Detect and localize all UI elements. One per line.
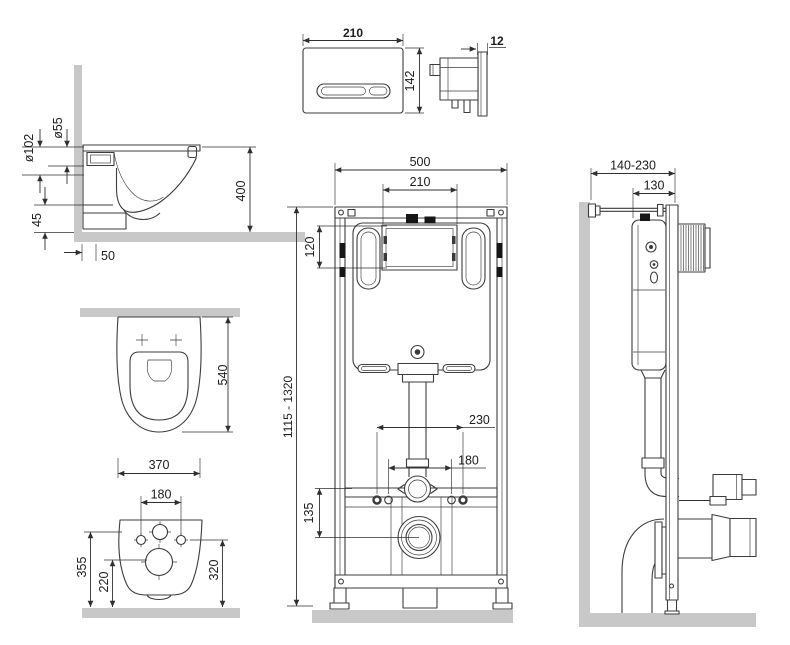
rail-clips [339, 243, 503, 277]
dim-label-outlet-diameter: ø102 [22, 134, 36, 163]
seat-ring [129, 351, 189, 421]
dim-label-outlet-drop: 135 [302, 503, 316, 524]
flush-plate-panel [477, 51, 488, 117]
water-inlet-knob [406, 214, 418, 224]
wall-section [80, 308, 240, 317]
dim-label-plate-height: 142 [403, 71, 417, 92]
flush-button-frame [316, 83, 391, 99]
dim-label-wall-distance: 140-230 [610, 159, 656, 173]
floor-section [74, 232, 305, 242]
flush-plate-opening [381, 224, 458, 271]
floor-section [312, 610, 513, 623]
flush-plate-body [302, 47, 404, 114]
floor-section [579, 613, 756, 627]
cistern-bottom-fittings [357, 362, 476, 383]
dim-label-wall-offset: 50 [101, 249, 115, 263]
dim-label-spacing-inner: 180 [458, 454, 479, 468]
inlet-connection [640, 213, 650, 221]
cistern-side [631, 213, 667, 371]
dim-label-height-range: 1115 - 1320 [281, 376, 295, 439]
dim-label-base-clearance: 45 [30, 213, 44, 227]
toilet-back-view: 180 355 220 320 [75, 488, 240, 618]
dim-label-opening-width: 210 [410, 175, 431, 189]
plate-access-bellows [677, 223, 711, 273]
dim-label-bolt-height: 320 [207, 560, 221, 581]
toilet-side-dimensions: ø55 ø102 45 400 50 [22, 117, 256, 263]
toilet-side-view: ø55 ø102 45 400 50 [22, 65, 305, 263]
service-knob [424, 216, 436, 224]
bowl-outline [116, 316, 202, 433]
toilet-top-dimensions: 540 370 [117, 316, 233, 478]
wall-section [579, 202, 590, 613]
flush-elbow-connector [679, 473, 757, 506]
frame-feet [329, 587, 513, 610]
bowl-water-area [146, 359, 173, 382]
dim-label-bowl-width: 370 [149, 458, 170, 472]
toilet-side-outline [82, 144, 201, 230]
frame-side-view: 140-230 130 [579, 159, 757, 627]
wall-section [74, 65, 82, 242]
dim-label-spacing-outer: 230 [469, 413, 490, 427]
dim-label-frame-width: 500 [410, 155, 431, 169]
frame-front-view: 500 210 120 1115 - 1320 230 180 135 [281, 155, 513, 623]
flush-pipe-collar [397, 475, 438, 503]
frame-front-dimensions: 500 210 120 1115 - 1320 230 180 135 [281, 155, 508, 607]
dim-label-frame-depth: 130 [644, 179, 665, 193]
flush-button-small [369, 86, 388, 96]
flush-plate-front-view: 210 142 [302, 26, 424, 114]
flush-plate-side-dimensions: 12 [461, 34, 506, 55]
dim-label-inlet-height: 355 [75, 557, 89, 578]
flush-button-large [321, 86, 366, 96]
outlet-support-box [402, 587, 438, 609]
dim-label-flush-diameter: ø55 [51, 117, 65, 139]
outlet-hole [141, 544, 177, 580]
dim-label-outlet-height: 220 [97, 572, 111, 593]
mechanism-knob [429, 63, 441, 77]
toilet-top-view: 540 370 [80, 308, 240, 478]
flush-plate-side-view: 12 [429, 34, 506, 117]
dim-label-bowl-depth: 540 [216, 365, 230, 386]
flush-mechanism-box [439, 57, 479, 101]
toilet-back-outline [118, 519, 203, 596]
dim-label-rim-height: 400 [234, 181, 248, 202]
frame-rail-side [664, 204, 680, 615]
wall-anchor-rod [587, 203, 666, 218]
dim-label-plate-width: 210 [343, 26, 363, 40]
mounting-cross-marks [136, 334, 182, 346]
cistern-side-shells [356, 227, 486, 290]
toilet-back-dimensions: 180 355 220 320 [75, 488, 228, 607]
dim-label-bolt-spacing: 180 [151, 488, 172, 502]
floor-section [82, 608, 240, 618]
dim-label-opening-height: 120 [303, 237, 317, 258]
waste-bend-side [621, 518, 668, 613]
flush-pipe [405, 382, 430, 477]
rod-holes [372, 495, 468, 505]
base-bump [146, 594, 172, 601]
waste-outlet-connector [678, 513, 757, 562]
flush-plate-front-dimensions: 210 142 [302, 26, 424, 114]
inlet-hole [149, 521, 171, 543]
frame-side-dimensions: 140-230 130 [590, 159, 676, 218]
dim-label-plate-thickness: 12 [490, 34, 504, 48]
brand-logo-icon [410, 344, 425, 360]
